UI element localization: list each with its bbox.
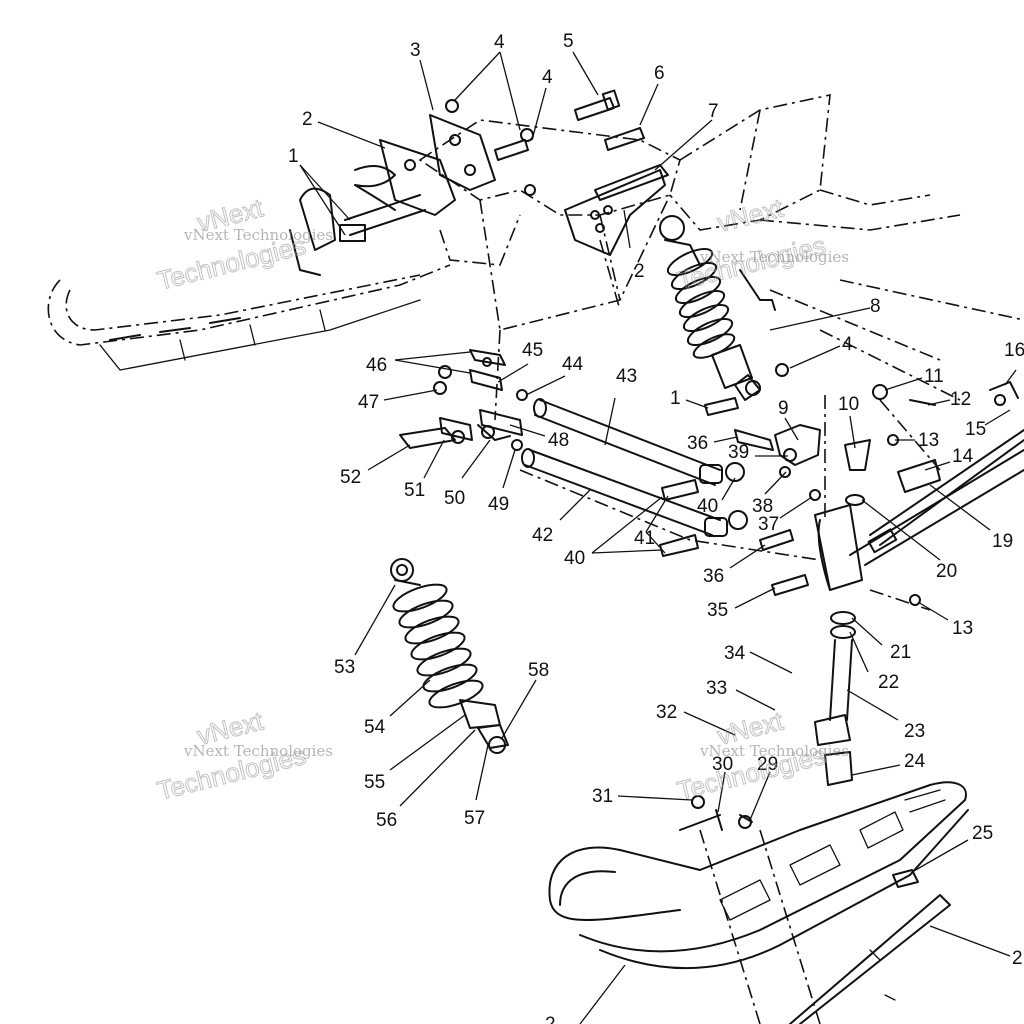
callout-26: 2	[1012, 948, 1023, 969]
watermark-group-2: vNext vNext Technologies Technologies	[674, 192, 849, 296]
a-arm-tubes	[521, 398, 748, 557]
callout-37: 37	[758, 514, 779, 535]
callout-35: 35	[707, 600, 728, 621]
callout-40: 40	[697, 496, 718, 517]
callout-43: 43	[616, 366, 637, 387]
callout-19: 19	[992, 531, 1013, 552]
callout-46: 46	[366, 355, 387, 376]
callout-5: 5	[563, 31, 574, 52]
left-brackets	[399, 349, 528, 451]
rear-shock	[390, 558, 509, 754]
callout-22: 22	[878, 672, 899, 693]
callout-21: 21	[890, 642, 911, 663]
callout-34: 34	[724, 643, 746, 664]
callout-1: 1	[288, 146, 299, 167]
callout-52: 52	[340, 467, 361, 488]
callout-13: 13	[952, 618, 973, 639]
callout-labels: 1 2 3 4 4 5 6 7 2 8 4 1 9 10 11 12 16 15…	[288, 31, 1024, 1024]
callout-7: 7	[708, 101, 719, 122]
watermark-group-3: vNext vNext Technologies Technologies	[154, 705, 333, 806]
callout-23: 23	[904, 721, 925, 742]
callout-33: 33	[706, 678, 727, 699]
callout-54: 54	[364, 717, 386, 738]
callout-49: 49	[488, 494, 509, 515]
watermark-line2: vNext Technologies	[699, 248, 849, 266]
callout-41: 41	[634, 528, 655, 549]
callout-14: 14	[952, 446, 974, 467]
upper-bracket	[564, 164, 669, 256]
watermark-line2: vNext Technologies	[183, 742, 333, 760]
callout-58: 58	[528, 660, 549, 681]
callout-36: 36	[687, 433, 708, 454]
watermark-line2: vNext Technologies	[183, 226, 333, 244]
callout-57: 57	[464, 808, 485, 829]
callout-48: 48	[548, 430, 569, 451]
callout-24: 24	[904, 751, 926, 772]
callout-38: 38	[752, 496, 773, 517]
callout-47: 47	[358, 392, 379, 413]
watermark-group-1: vNext vNext Technologies Technologies	[154, 192, 333, 296]
callout-39: 39	[728, 442, 749, 463]
chassis-frame	[418, 93, 1024, 1024]
callout-10: 10	[838, 394, 859, 415]
callout-4: 4	[494, 32, 505, 53]
callout-20: 20	[936, 561, 957, 582]
callout-12: 12	[950, 389, 971, 410]
top-bolts	[445, 89, 645, 196]
leader-lines	[299, 51, 1017, 1024]
upper-spring-mount	[289, 114, 496, 276]
spindle	[814, 494, 865, 786]
callout-50: 50	[444, 488, 465, 509]
callout-30: 30	[712, 754, 733, 775]
front-ski	[548, 781, 969, 1024]
callout-51: 51	[404, 480, 425, 501]
callout-8: 8	[870, 296, 881, 317]
callout-31: 31	[592, 786, 613, 807]
callout-45: 45	[522, 340, 543, 361]
callout-56: 56	[376, 810, 397, 831]
front-shock	[659, 215, 776, 401]
watermark-line2: vNext Technologies	[699, 742, 849, 760]
callout-2: 2	[634, 261, 645, 282]
hardware-center	[704, 363, 1019, 606]
callout-15: 15	[965, 419, 986, 440]
callout-4: 4	[842, 334, 853, 355]
callout-25: 25	[972, 823, 993, 844]
callout-42: 42	[532, 525, 553, 546]
callout-32: 32	[656, 702, 677, 723]
callout-40: 40	[564, 548, 585, 569]
callout-16: 16	[1004, 340, 1024, 361]
watermark-line1: vNext	[714, 192, 786, 237]
callout-1: 1	[670, 388, 681, 409]
callout-53: 53	[334, 657, 355, 678]
callout-13: 13	[918, 430, 939, 451]
callout-44: 44	[562, 354, 584, 375]
callout-29: 29	[757, 754, 778, 775]
tie-rod	[849, 429, 1024, 566]
callout-2: 2	[302, 109, 313, 130]
callout-36: 36	[703, 566, 724, 587]
callout-2: 2	[545, 1014, 556, 1024]
callout-4: 4	[542, 67, 553, 88]
rear-ski-left	[47, 264, 451, 371]
callout-11: 11	[924, 366, 944, 387]
callout-9: 9	[778, 398, 789, 419]
callout-6: 6	[654, 63, 665, 84]
callout-55: 55	[364, 772, 385, 793]
callout-3: 3	[410, 40, 421, 61]
